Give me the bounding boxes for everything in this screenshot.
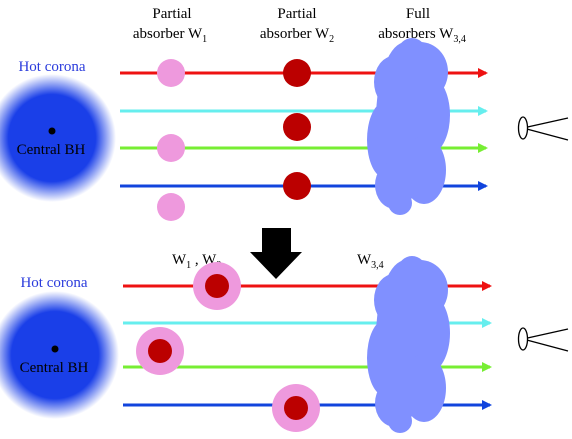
central-bh-label-bottom: Central BH	[20, 360, 89, 376]
central-bh-dot-bottom	[51, 345, 59, 353]
header-full-line1: Full	[406, 6, 430, 22]
hot-corona-top	[0, 74, 116, 202]
eye-icon	[517, 327, 569, 352]
header-partial-w2-line1: Partial	[277, 6, 316, 22]
header-partial-w2-line2: absorber W2	[260, 26, 334, 45]
w34-label: W3,4	[357, 252, 384, 271]
w12-cloud	[272, 384, 320, 432]
top-panel: Partial absorber W1 Partial absorber W2 …	[0, 6, 569, 221]
w12-cloud	[193, 262, 241, 310]
w12-cloud	[136, 327, 184, 375]
full-absorber-cloud-top	[367, 38, 450, 215]
bottom-panel: W1 , W2 W3,4 Hot corona Central BH	[0, 252, 569, 433]
w1-cloud	[157, 134, 185, 162]
w1-cloud	[157, 59, 185, 87]
header-full-line2: absorbers W3,4	[378, 26, 466, 45]
header-partial-w1-line1: Partial	[152, 6, 191, 22]
w2-cloud	[283, 113, 311, 141]
eye-icon	[517, 116, 569, 141]
hot-corona-label-bottom: Hot corona	[20, 275, 87, 291]
full-absorber-cloud-bottom	[367, 256, 450, 433]
central-bh-label-top: Central BH	[17, 142, 86, 158]
down-arrow-icon	[250, 228, 302, 279]
w2-cloud	[283, 172, 311, 200]
header-partial-w1-line2: absorber W1	[133, 26, 207, 45]
central-bh-dot-top	[48, 127, 56, 135]
hot-corona-label-top: Hot corona	[18, 59, 85, 75]
hot-corona-bottom	[0, 291, 119, 419]
w1-cloud	[157, 193, 185, 221]
w2-cloud	[283, 59, 311, 87]
